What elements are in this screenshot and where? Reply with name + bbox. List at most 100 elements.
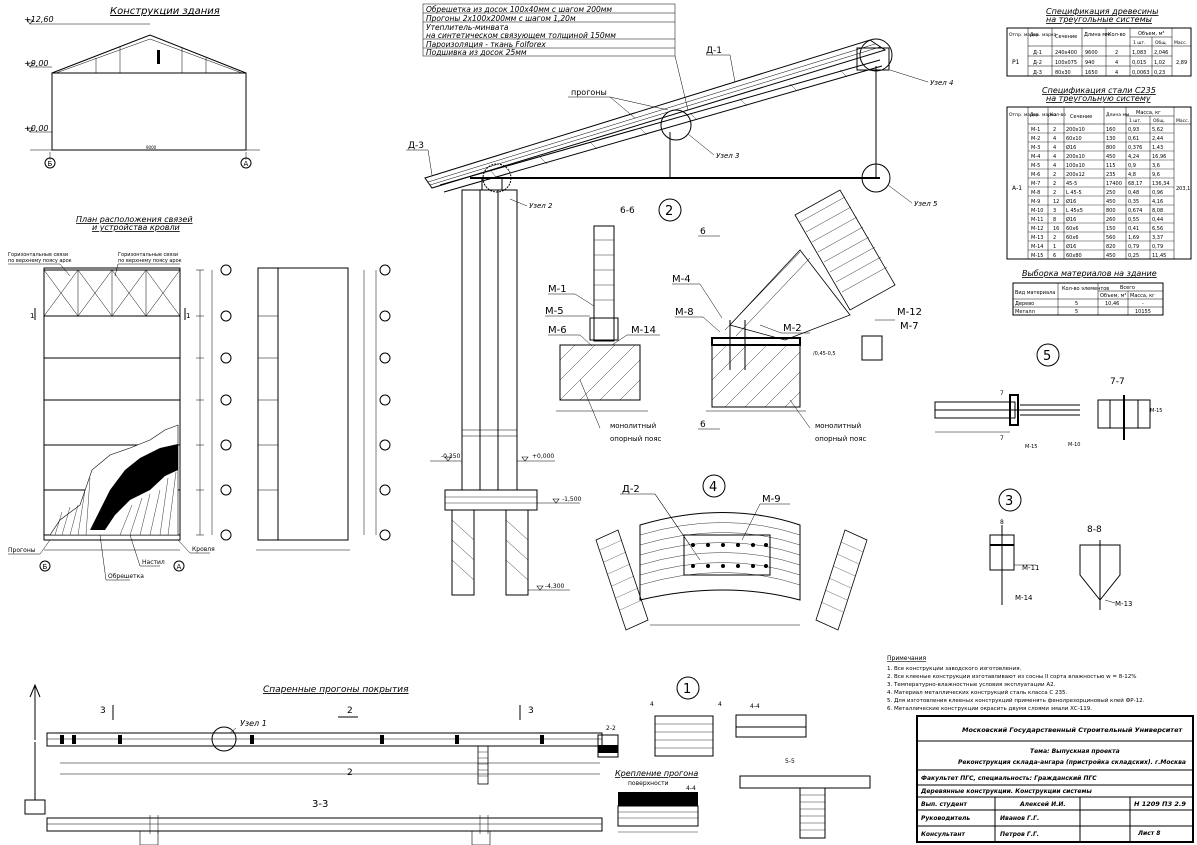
steel-cell: М-7 xyxy=(1031,181,1040,187)
steel-cell: 4,24 xyxy=(1128,154,1139,160)
steel-cell: М-10 xyxy=(1031,208,1043,214)
steel-h-6: Общ. xyxy=(1153,118,1165,124)
steel-cell: 45-5 xyxy=(1066,181,1077,187)
steel-cell: 4 xyxy=(1053,145,1056,151)
steel-spec-title-2: на треугольную систему xyxy=(1046,94,1151,103)
svg-text:Д-3: Д-3 xyxy=(1033,70,1042,76)
steel-h-4: Длина мм xyxy=(1106,112,1129,118)
label-d1: Д-1 xyxy=(706,46,722,56)
level-zero: +0,00 xyxy=(24,124,49,133)
plan-callout-gor: Горизонтальные связи xyxy=(8,252,68,258)
svg-text:/0,45-0,5: /0,45-0,5 xyxy=(813,351,836,357)
steel-cell: 12 xyxy=(1053,199,1059,205)
plan-purlins-label: Прогоны xyxy=(8,547,36,554)
steel-cell: L 45x5 xyxy=(1066,208,1083,214)
svg-text:монолитный: монолитный xyxy=(815,422,861,430)
svg-text:1,02: 1,02 xyxy=(1154,60,1165,66)
steel-cell: 60x6 xyxy=(1066,235,1079,241)
svg-text:6: 6 xyxy=(700,227,706,237)
steel-cell: 4,16 xyxy=(1152,199,1163,205)
steel-cell: 136,34 xyxy=(1152,181,1170,187)
svg-text:4: 4 xyxy=(1115,60,1118,66)
level-found-top: +0,000 xyxy=(532,453,554,460)
steel-cell: 60x6 xyxy=(1066,226,1079,232)
level-top: +9,00 xyxy=(24,59,49,68)
mat-r0-0: Дерево xyxy=(1015,301,1034,307)
steel-cell: 2 xyxy=(1053,127,1056,133)
steel-group-h: Масса, кг xyxy=(1136,110,1161,116)
svg-text:2: 2 xyxy=(1115,50,1118,56)
steel-cell: 0,674 xyxy=(1128,208,1142,214)
steel-cell: М-12 xyxy=(1031,226,1043,232)
section-8-8: 8-8 xyxy=(1087,525,1102,535)
steel-h-3: Сечение xyxy=(1070,114,1092,120)
svg-text:100x075: 100x075 xyxy=(1055,60,1077,66)
steel-h-1: Дер. марка xyxy=(1030,112,1057,118)
svg-text:4-4: 4-4 xyxy=(686,785,696,792)
label-m14-n3: М-14 xyxy=(1015,594,1033,602)
svg-text:2: 2 xyxy=(347,706,353,716)
steel-cell: М-13 xyxy=(1031,235,1043,241)
plan-title-2: и устройства кровли xyxy=(92,223,180,232)
stamp-role-2: Руководитель xyxy=(921,815,970,822)
steel-cell: 150 xyxy=(1106,226,1116,232)
label-m7: М-7 xyxy=(900,321,919,332)
steel-cell: 100x10 xyxy=(1066,163,1085,169)
steel-cell: 130 xyxy=(1106,136,1116,142)
mat-h-0: Вид материала xyxy=(1015,290,1055,296)
wood-h-5: 1 шт. xyxy=(1133,40,1145,46)
stamp-role-1: Вып. студент xyxy=(921,801,968,808)
svg-text:0,23: 0,23 xyxy=(1154,70,1165,76)
layer-1: Обрешетка из досок 100x40мм с шагом 200м… xyxy=(426,5,612,14)
building-section: Конструкции здания 9000 Б А +12,60 +9,00… xyxy=(24,6,260,169)
steel-cell: 68,17 xyxy=(1128,181,1142,187)
node-2-detail: 2 6-6 М-1 М-5 М-6 М-14 монолитный опорны… xyxy=(545,189,922,443)
label-m5: М-5 xyxy=(545,306,564,317)
label-m4: М-4 xyxy=(672,274,691,285)
steel-cell: 0,79 xyxy=(1128,244,1139,250)
steel-cell: 0,93 xyxy=(1128,127,1139,133)
steel-cell: 4 xyxy=(1053,136,1056,142)
plan-callout-gor2: по верхнему поясу арок xyxy=(8,258,72,264)
stamp-code: Н 1209 ПЗ 2.9 xyxy=(1134,800,1186,808)
notes-title: Примечания xyxy=(887,655,926,662)
svg-text:0,015: 0,015 xyxy=(1132,60,1146,66)
steel-cell: 4,8 xyxy=(1128,172,1136,178)
steel-spec: Спецификация стали С235 на треугольную с… xyxy=(1006,86,1192,260)
wood-h-3: Длина мм xyxy=(1084,32,1110,38)
label-m13: М-13 xyxy=(1115,600,1132,608)
steel-h-0: Отпр. марка xyxy=(1009,112,1039,118)
svg-text:2: 2 xyxy=(347,768,353,778)
label-monolith-2: опорный пояс xyxy=(610,435,662,443)
level-ridge: +12,60 xyxy=(24,15,54,24)
circle-4: 4 xyxy=(709,480,717,495)
steel-cell: 60x80 xyxy=(1066,253,1082,259)
plan-title-1: План расположения связей xyxy=(76,215,193,224)
roof-plan: План расположения связей и устройства кр… xyxy=(8,215,232,581)
building-section-title: Конструкции здания xyxy=(110,6,220,17)
svg-text:940: 940 xyxy=(1085,60,1095,66)
steel-cell: 9,6 xyxy=(1152,172,1160,178)
svg-text:опорный пояс: опорный пояс xyxy=(815,435,867,443)
steel-cell: 16,96 xyxy=(1152,154,1166,160)
level-base2: -4,300 xyxy=(545,583,565,590)
note-5: 5. Для изготовления клееных конструкций … xyxy=(887,697,1145,704)
label-m1: М-1 xyxy=(548,284,567,295)
steel-cell: 0,41 xyxy=(1128,226,1139,232)
plan-section-1-1 xyxy=(256,264,391,551)
steel-cell: 17400 xyxy=(1106,181,1122,187)
steel-cell: 60x10 xyxy=(1066,136,1082,142)
steel-cell: 4 xyxy=(1053,163,1056,169)
wood-h-7: Масс. xyxy=(1174,40,1187,46)
steel-h-7: Масс. xyxy=(1176,118,1189,124)
label-m14: М-14 xyxy=(631,325,656,336)
steel-cell: М-14 xyxy=(1031,244,1043,250)
plan-callout-gor3: Горизонтальные связи xyxy=(118,252,178,258)
steel-cell: 0,44 xyxy=(1152,217,1163,223)
stamp-faculty: Факультет ПГС, специальность: Граждански… xyxy=(921,775,1097,782)
steel-cell: 1,69 xyxy=(1128,235,1139,241)
steel-cell: L 45-5 xyxy=(1066,190,1082,196)
layer-5: Пароизоляция - ткань Folforex xyxy=(426,40,546,49)
svg-text:М-15: М-15 xyxy=(1150,408,1162,414)
svg-text:по верхнему поясу арок: по верхнему поясу арок xyxy=(118,258,182,264)
